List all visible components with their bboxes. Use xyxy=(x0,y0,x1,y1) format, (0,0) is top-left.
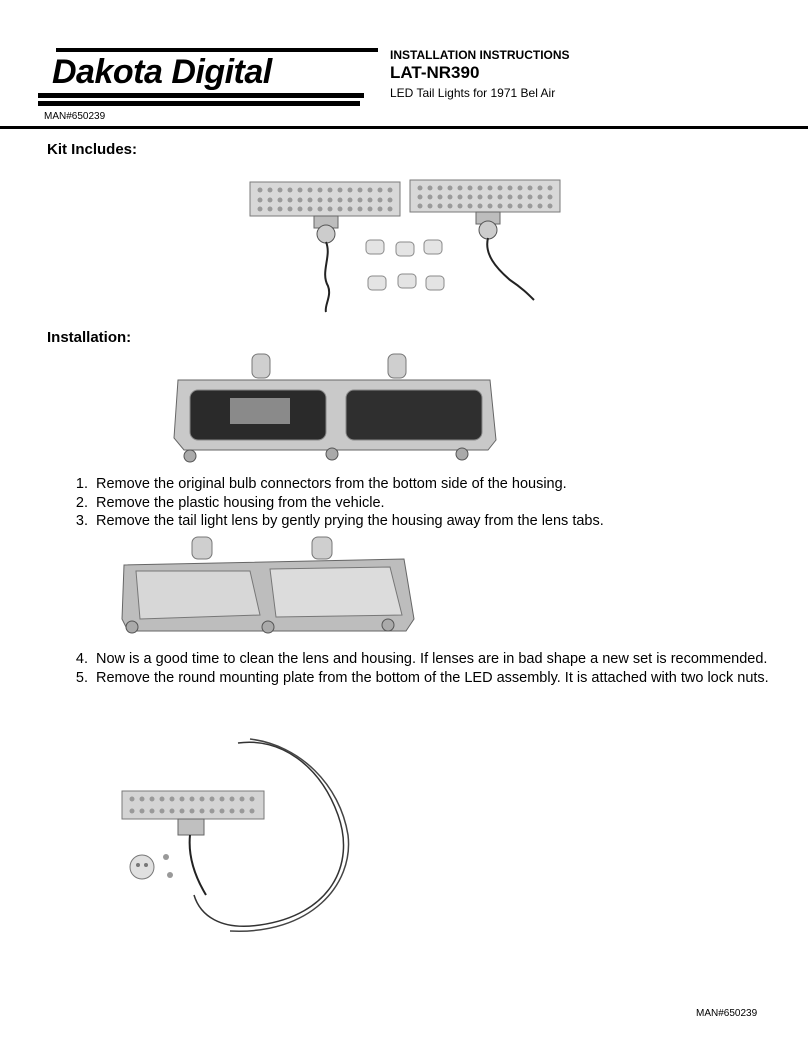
step-text: Remove the round mounting plate from the… xyxy=(96,669,769,686)
steps-list-2: 4. Now is a good time to clean the lens a… xyxy=(70,650,770,687)
step-item-5: 5. Remove the round mounting plate from t… xyxy=(70,669,770,688)
step-item-4: 4. Now is a good time to clean the lens a… xyxy=(70,650,770,669)
logo-text: Dakota Digital xyxy=(38,52,378,92)
step-number: 1. xyxy=(75,476,88,492)
manual-number-bottom: MAN#650239 xyxy=(696,1008,758,1019)
empty-housing-photo xyxy=(121,536,415,634)
document-subtitle: LED Tail Lights for 1971 Bel Air xyxy=(390,86,556,100)
kit-includes-heading: Kit Includes: xyxy=(47,141,138,158)
dakota-digital-logo: Dakota Digital xyxy=(38,46,378,108)
step-text: Now is a good time to clean the lens and… xyxy=(96,651,768,667)
housing-with-lens-photo xyxy=(173,353,497,463)
kit-contents-photo xyxy=(249,179,561,313)
document-type: INSTALLATION INSTRUCTIONS xyxy=(390,48,570,62)
step-text: Remove the tail light lens by gently pry… xyxy=(96,513,604,529)
step-item-1: 1. Remove the original bulb connectors fr… xyxy=(70,475,770,494)
manual-number-top: MAN#650239 xyxy=(44,111,106,122)
installation-heading: Installation: xyxy=(47,329,132,346)
step-number: 2. xyxy=(75,494,88,511)
step-number: 5. xyxy=(75,669,88,686)
header-rule xyxy=(0,126,808,129)
part-number: LAT-NR390 xyxy=(390,63,480,82)
step-number: 4. xyxy=(75,651,88,667)
step-item-3: 3. Remove the tail light lens by gently p… xyxy=(70,512,770,531)
step-text: Remove the plastic housing from the vehi… xyxy=(96,494,385,511)
step-item-2: 2. Remove the plastic housing from the ve… xyxy=(70,494,770,513)
steps-list-1: 1. Remove the original bulb connectors fr… xyxy=(70,475,770,531)
led-assembly-photo xyxy=(121,738,350,932)
step-number: 3. xyxy=(75,513,88,529)
step-text: Remove the original bulb connectors from… xyxy=(96,476,567,492)
